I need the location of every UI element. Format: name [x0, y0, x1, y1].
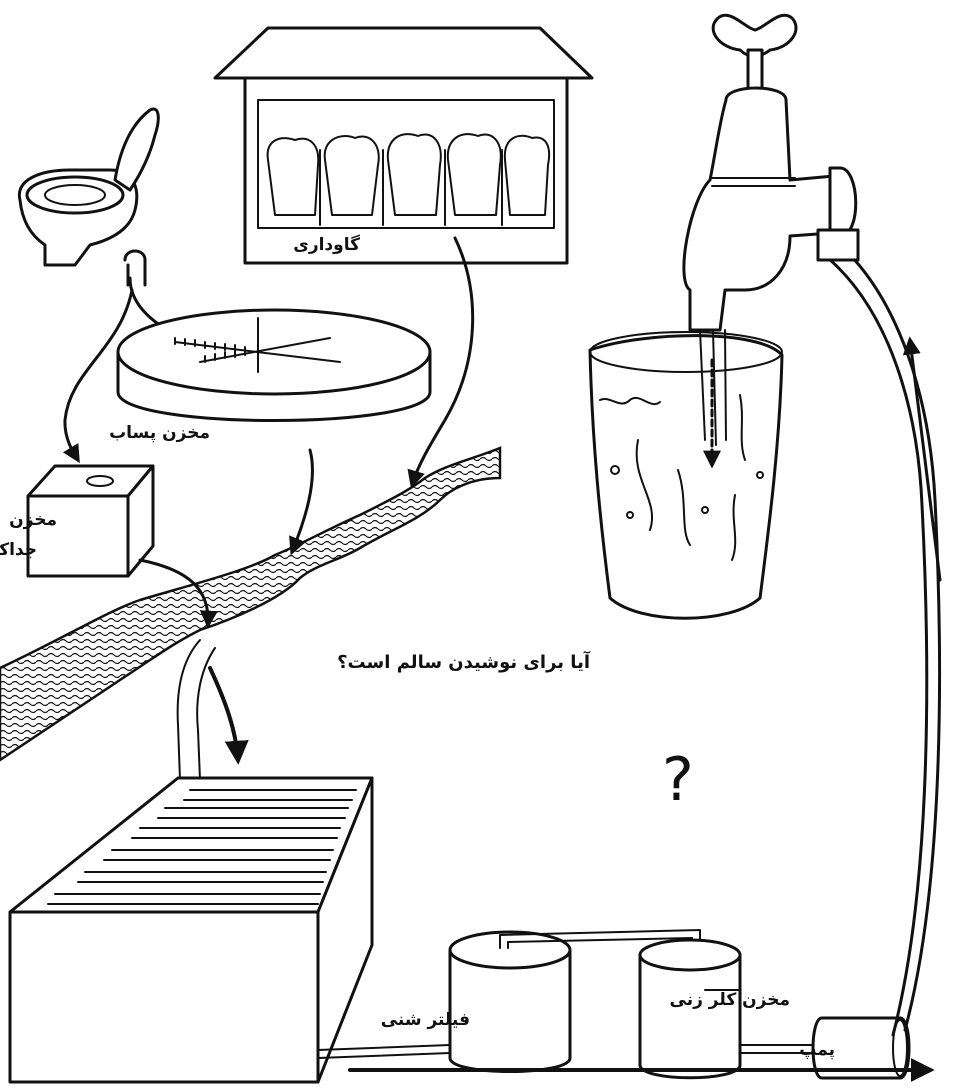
river-outflow-channel	[178, 640, 215, 780]
toilet-icon	[19, 109, 158, 285]
dairy-farm-label: گاوداری	[293, 234, 360, 255]
sand-filter: فیلتر شنی	[381, 932, 570, 1072]
wastewater-to-river-arrow	[292, 450, 312, 552]
separator-tank: مخزن جداکننده	[0, 466, 153, 576]
wastewater-tank-label: مخزن پساب	[109, 423, 210, 443]
separator-tank-label-line2: جداکننده	[0, 540, 37, 560]
wastewater-tank: مخزن پساب	[109, 310, 430, 443]
cows-barn-icon: گاوداری	[215, 28, 592, 263]
sand-filter-label: فیلتر شنی	[381, 1010, 470, 1030]
chlorination-tank-label: مخزن کلر زنی	[670, 990, 790, 1010]
pump-to-faucet-pipe	[828, 245, 940, 1035]
separator-tank-label-line1: مخزن	[9, 510, 57, 530]
pump-label: پمپ	[799, 1040, 835, 1060]
water-glass-icon	[590, 332, 782, 618]
river-to-basin-arrow	[210, 668, 238, 760]
faucet-icon	[684, 15, 858, 330]
question-mark: ?	[662, 745, 694, 815]
drinking-question-label: آیا برای نوشیدن سالم است؟	[337, 650, 591, 673]
sedimentation-basin	[10, 778, 372, 1082]
basin-to-filter-pipe	[318, 1045, 450, 1058]
